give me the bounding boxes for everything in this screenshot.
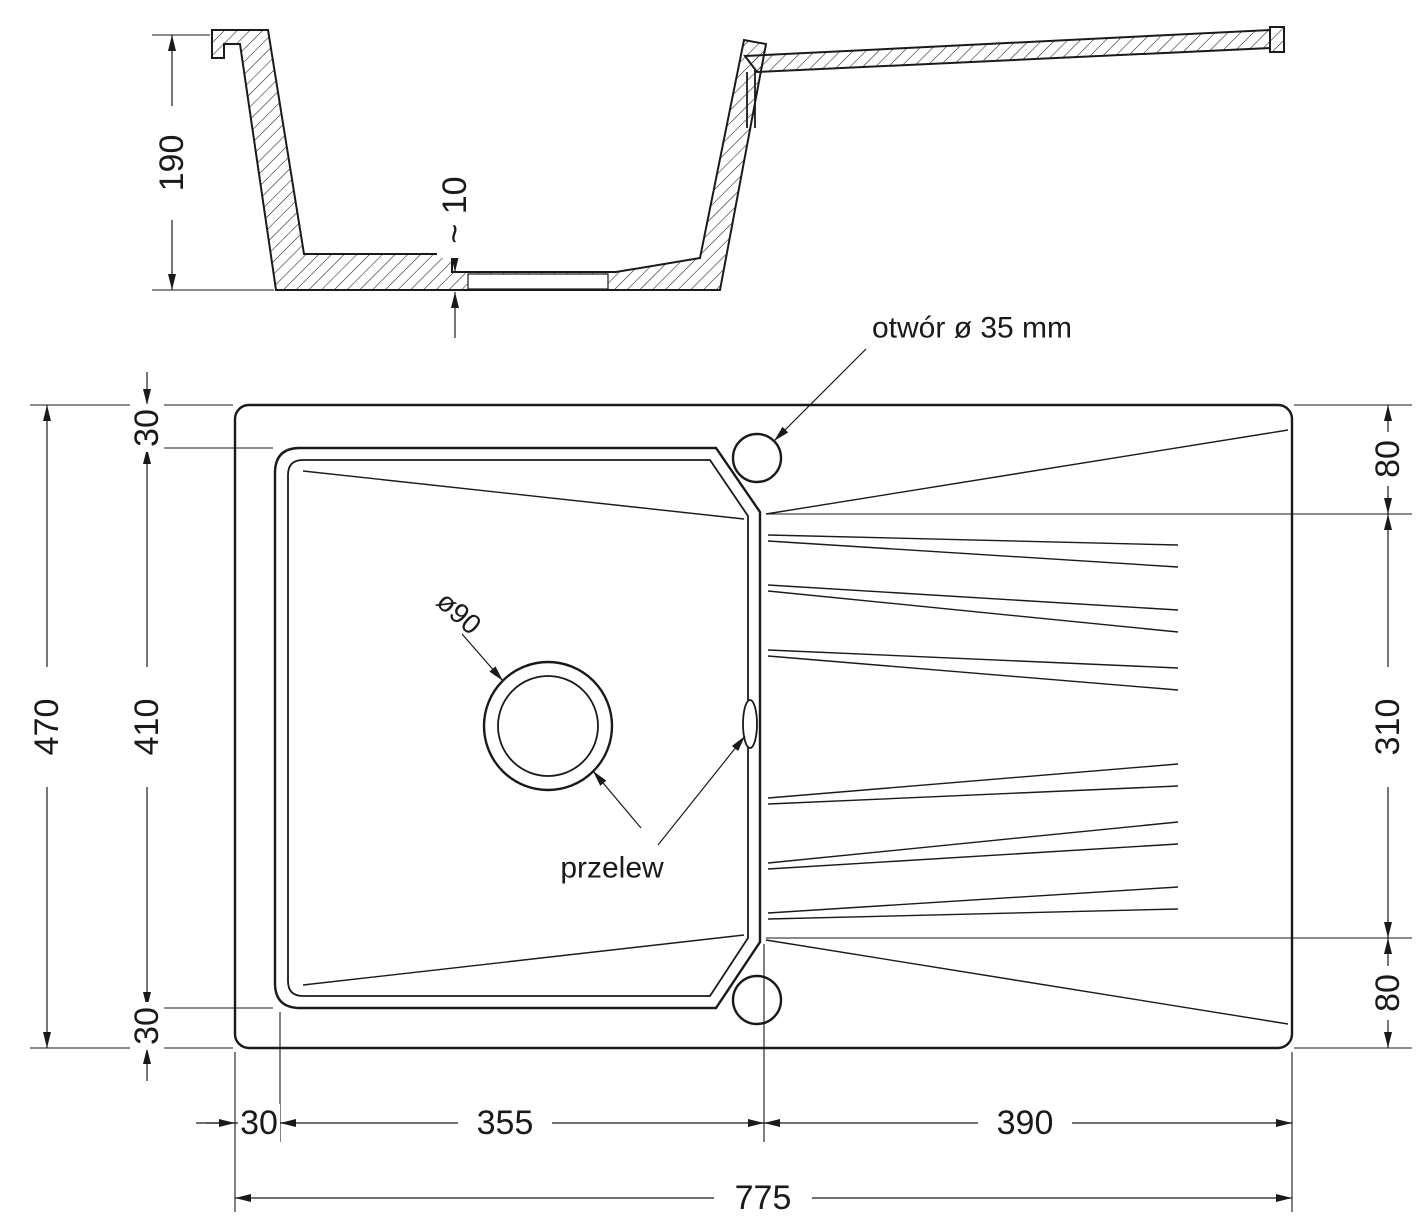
- bowl-outer-rim: [273, 446, 762, 1010]
- second-hole-circle: [731, 974, 783, 1026]
- dim-label-margin-bottom: 30: [128, 1007, 166, 1045]
- dim-label-depth: 190: [153, 135, 191, 192]
- dim-depth-190: 190: [152, 34, 274, 291]
- dim-overall-height-470: 470: [28, 405, 66, 1048]
- dim-overall-width-775: 775: [235, 1179, 1292, 1217]
- drainer-edge-cap: [1269, 26, 1285, 53]
- dim-label-drainer-height: 310: [1369, 699, 1407, 756]
- extension-lines: [30, 404, 1412, 1212]
- dim-label-overall-width: 775: [735, 1179, 792, 1217]
- bowl-inner-rim: [287, 459, 749, 997]
- dim-label-drainer-width: 390: [997, 1104, 1054, 1142]
- dim-label-overall-height: 470: [28, 699, 66, 756]
- drainer-grooves: [765, 429, 1289, 1025]
- tap-hole-label: otwór ø 35 mm: [872, 312, 1072, 345]
- dim-label-margin-top: 30: [128, 409, 166, 447]
- cross-section-view: 190 ~ 10: [152, 26, 1285, 338]
- dim-bottom-thickness: ~ 10: [436, 162, 474, 338]
- dim-label-drainer-offset-bottom: 80: [1369, 974, 1407, 1012]
- drain-diameter-label: ø90: [431, 585, 488, 640]
- dim-label-drainer-offset-top: 80: [1369, 440, 1407, 478]
- overflow-label: przelew: [560, 852, 664, 885]
- dim-bowl-height-410: 410 30 30: [128, 372, 166, 1081]
- drain-circle-outer: [482, 660, 614, 792]
- dim-label-bowl-width: 355: [477, 1104, 534, 1142]
- tap-hole-circle: [731, 432, 783, 484]
- dim-label-thickness: ~ 10: [436, 176, 474, 243]
- overflow-callout: przelew: [560, 735, 746, 885]
- drainer-section-profile: [743, 28, 1271, 74]
- bowl-section-profile: [211, 29, 768, 291]
- dim-bottom-widths: 30 355 390: [196, 1104, 1292, 1142]
- bowl-slope-edge: [302, 470, 745, 520]
- drain-circle-inner: [497, 675, 599, 777]
- overflow-ellipse: [742, 699, 758, 749]
- drain-recess-plate: [467, 273, 609, 290]
- dim-drainer-right: 80 310 80: [1369, 405, 1407, 1048]
- dim-label-margin-left: 30: [240, 1104, 278, 1142]
- bowl-slope-edge: [302, 934, 745, 986]
- top-view: 470 410 30 30 80 310 80: [28, 312, 1412, 1217]
- tap-hole-callout: otwór ø 35 mm: [773, 312, 1072, 442]
- dim-label-bowl-height: 410: [128, 699, 166, 756]
